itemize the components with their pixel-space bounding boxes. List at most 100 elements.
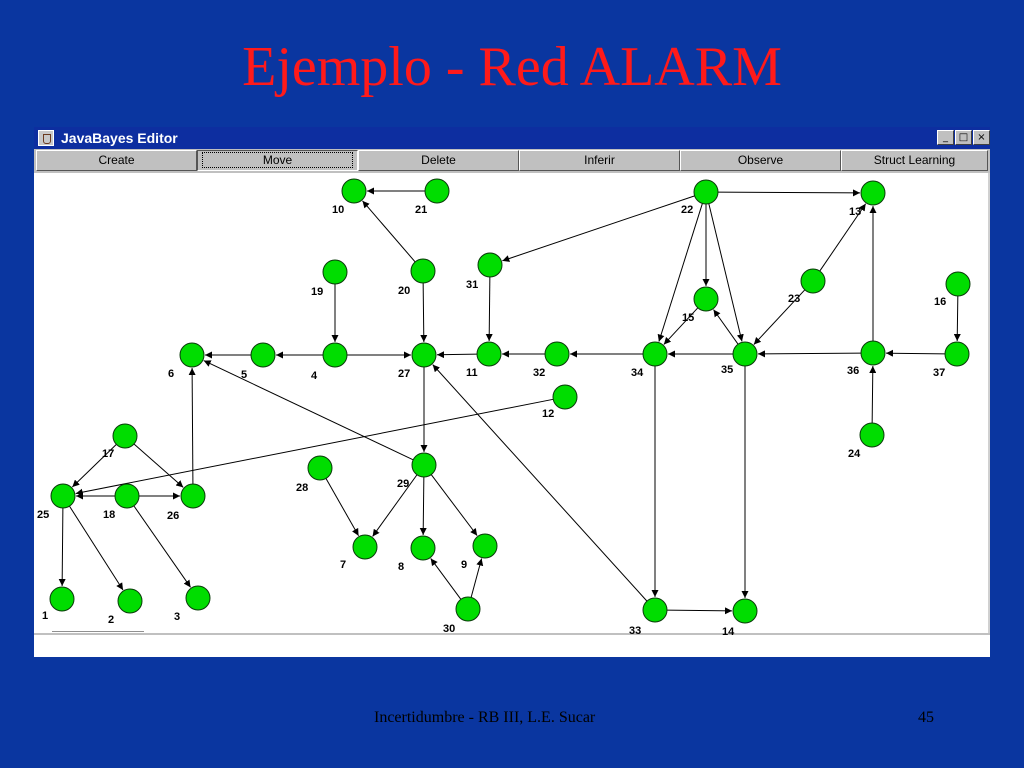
observe-button[interactable]: Observe — [680, 150, 841, 171]
edge-22-to-35[interactable] — [708, 203, 744, 342]
horizontal-scrollbar[interactable] — [34, 633, 990, 635]
edge-22-to-31[interactable] — [502, 195, 695, 262]
node-28[interactable] — [307, 455, 333, 481]
node-31[interactable] — [477, 252, 503, 278]
node-11[interactable] — [476, 341, 502, 367]
edge-31-to-11[interactable] — [485, 276, 493, 342]
node-32[interactable] — [544, 341, 570, 367]
edge-29-to-9[interactable] — [430, 474, 478, 536]
node-label-26: 26 — [167, 510, 179, 522]
move-button[interactable]: Move — [197, 150, 358, 171]
node-13[interactable] — [860, 180, 886, 206]
node-35[interactable] — [732, 341, 758, 367]
edge-23-to-13[interactable] — [819, 203, 867, 272]
node-label-31: 31 — [466, 279, 478, 291]
edge-28-to-7[interactable] — [325, 478, 360, 536]
node-21[interactable] — [424, 178, 450, 204]
node-1[interactable] — [49, 586, 75, 612]
node-label-5: 5 — [241, 369, 247, 381]
node-20[interactable] — [410, 258, 436, 284]
edge-22-to-34[interactable] — [657, 203, 703, 342]
edge-25-to-1[interactable] — [58, 507, 66, 587]
node-3[interactable] — [185, 585, 211, 611]
node-4[interactable] — [322, 342, 348, 368]
node-29[interactable] — [411, 452, 437, 478]
node-label-16: 16 — [934, 296, 946, 308]
edge-16-to-37[interactable] — [953, 295, 961, 342]
node-label-14: 14 — [722, 626, 735, 638]
node-30[interactable] — [455, 596, 481, 622]
node-22[interactable] — [693, 179, 719, 205]
edge-20-to-27[interactable] — [420, 282, 428, 343]
node-2[interactable] — [117, 588, 143, 614]
edge-25-to-2[interactable] — [69, 505, 124, 591]
create-button[interactable]: Create — [36, 150, 197, 171]
edge-11-to-27[interactable] — [436, 351, 478, 359]
node-12[interactable] — [552, 384, 578, 410]
edge-36-to-35[interactable] — [757, 350, 862, 358]
node-27[interactable] — [411, 342, 437, 368]
node-8[interactable] — [410, 535, 436, 561]
node-14[interactable] — [732, 598, 758, 624]
node-15[interactable] — [693, 286, 719, 312]
node-label-25: 25 — [37, 509, 49, 521]
minimize-button[interactable]: _ — [937, 130, 954, 145]
edge-29-to-6[interactable] — [203, 360, 414, 461]
node-18[interactable] — [114, 483, 140, 509]
node-9[interactable] — [472, 533, 498, 559]
edge-33-to-14[interactable] — [666, 607, 733, 615]
network-canvas[interactable] — [34, 173, 990, 657]
delete-button-label: Delete — [421, 153, 456, 167]
edge-26-to-6[interactable] — [188, 367, 196, 485]
node-label-36: 36 — [847, 365, 859, 377]
close-button[interactable]: × — [973, 130, 990, 145]
node-17[interactable] — [112, 423, 138, 449]
node-24[interactable] — [859, 422, 885, 448]
edge-29-to-8[interactable] — [419, 476, 427, 536]
edge-30-to-8[interactable] — [430, 558, 462, 600]
node-19[interactable] — [322, 259, 348, 285]
edge-24-to-36[interactable] — [869, 365, 877, 424]
edge-29-to-7[interactable] — [372, 474, 418, 537]
canvas-tab[interactable] — [52, 631, 144, 635]
node-label-6: 6 — [168, 368, 174, 380]
edge-23-to-35[interactable] — [753, 289, 806, 345]
node-36[interactable] — [860, 340, 886, 366]
node-33[interactable] — [642, 597, 668, 623]
node-23[interactable] — [800, 268, 826, 294]
edge-35-to-15[interactable] — [713, 309, 739, 345]
edge-22-to-13[interactable] — [717, 189, 861, 197]
edge-17-to-25[interactable] — [71, 443, 117, 488]
delete-button[interactable]: Delete — [358, 150, 519, 171]
node-5[interactable] — [250, 342, 276, 368]
slide-footer: Incertidumbre - RB III, L.E. Sucar — [374, 709, 596, 726]
vertical-scrollbar[interactable] — [988, 173, 990, 633]
inferir-button[interactable]: Inferir — [519, 150, 680, 171]
struct-learning-button[interactable]: Struct Learning — [841, 150, 988, 171]
node-37[interactable] — [944, 341, 970, 367]
javabayes-editor-window[interactable]: JavaBayes Editor _ □ × Create Move Delet… — [34, 127, 990, 657]
node-label-7: 7 — [340, 559, 346, 571]
node-label-18: 18 — [103, 509, 115, 521]
edge-37-to-36[interactable] — [885, 349, 946, 357]
edge-12-to-25[interactable] — [75, 398, 554, 496]
node-16[interactable] — [945, 271, 971, 297]
node-34[interactable] — [642, 341, 668, 367]
node-6[interactable] — [179, 342, 205, 368]
maximize-button[interactable]: □ — [955, 130, 972, 145]
node-label-33: 33 — [629, 625, 641, 637]
struct-learning-button-label: Struct Learning — [873, 153, 956, 167]
node-7[interactable] — [352, 534, 378, 560]
window-titlebar[interactable]: JavaBayes Editor _ □ × — [34, 127, 990, 149]
node-26[interactable] — [180, 483, 206, 509]
node-10[interactable] — [341, 178, 367, 204]
edge-20-to-10[interactable] — [362, 200, 416, 263]
edge-17-to-26[interactable] — [133, 443, 184, 488]
node-25[interactable] — [50, 483, 76, 509]
edge-18-to-3[interactable] — [133, 505, 191, 588]
edge-15-to-34[interactable] — [663, 307, 699, 345]
edge-33-to-27[interactable] — [432, 364, 648, 602]
java-cup-icon[interactable] — [38, 130, 54, 146]
edge-30-to-9[interactable] — [470, 558, 484, 598]
